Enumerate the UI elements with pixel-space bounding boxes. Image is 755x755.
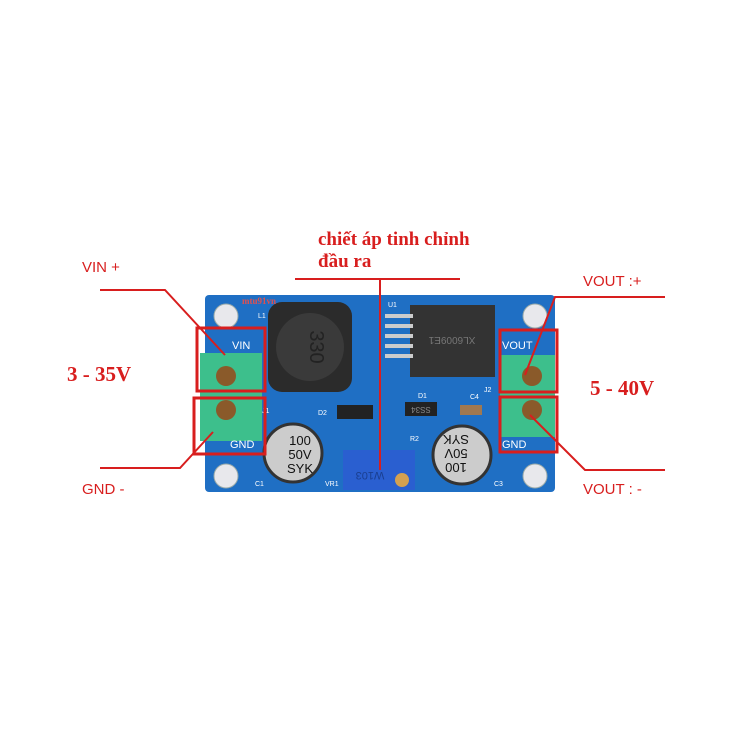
svg-text:L1: L1 xyxy=(258,313,266,320)
svg-text:XL6009E1: XL6009E1 xyxy=(428,334,475,345)
vout-plus-label: VOUT :+ xyxy=(583,273,642,290)
svg-text:330: 330 xyxy=(305,330,327,363)
svg-text:GND: GND xyxy=(502,439,527,451)
regulator-ic xyxy=(410,305,495,377)
svg-text:GND: GND xyxy=(230,439,255,451)
gnd-minus-label: GND - xyxy=(82,481,125,498)
diode-marking: SS34 xyxy=(411,405,431,414)
ic-pins xyxy=(385,314,413,358)
svg-text:U1: U1 xyxy=(388,302,397,309)
svg-text:D1: D1 xyxy=(418,393,427,400)
pot-adjust-screw[interactable] xyxy=(395,473,409,487)
pot-annotation: chiết áp tinh chỉnh đầu ra xyxy=(318,229,470,273)
input-range-label: 3 - 35V xyxy=(67,362,132,386)
svg-text:100: 100 xyxy=(289,433,311,448)
svg-text:50V: 50V xyxy=(444,446,467,461)
pot-annotation-line1: chiết áp tinh chỉnh xyxy=(318,229,470,250)
svg-text:VOUT: VOUT xyxy=(502,340,533,352)
mounting-holes xyxy=(213,303,548,489)
svg-text:mtu91vn: mtu91vn xyxy=(242,296,276,306)
vout-minus-label: VOUT : - xyxy=(583,481,642,498)
capacitor-c3 xyxy=(431,424,493,486)
callout-lines xyxy=(100,278,665,471)
pot-annotation-line2: đầu ra xyxy=(318,251,372,272)
svg-text:R2: R2 xyxy=(410,436,419,443)
svg-text:VIN: VIN xyxy=(232,340,250,352)
diode-d2 xyxy=(337,405,373,419)
pot-marking: W103 xyxy=(356,469,385,481)
svg-text:VR1: VR1 xyxy=(325,481,339,488)
svg-text:C3: C3 xyxy=(494,481,503,488)
svg-text:D2: D2 xyxy=(318,410,327,417)
vin-plus-label: VIN + xyxy=(82,259,120,276)
diode-d1 xyxy=(405,402,437,416)
capacitor-c4 xyxy=(460,405,482,415)
svg-text:SYK: SYK xyxy=(443,432,469,447)
svg-text:C1: C1 xyxy=(255,481,264,488)
svg-text:100: 100 xyxy=(445,460,467,475)
svg-text:SYK: SYK xyxy=(287,461,313,476)
svg-text:50V: 50V xyxy=(288,447,311,462)
output-range-label: 5 - 40V xyxy=(590,376,655,400)
svg-text:C4: C4 xyxy=(470,394,479,401)
svg-text:J2: J2 xyxy=(484,387,492,394)
